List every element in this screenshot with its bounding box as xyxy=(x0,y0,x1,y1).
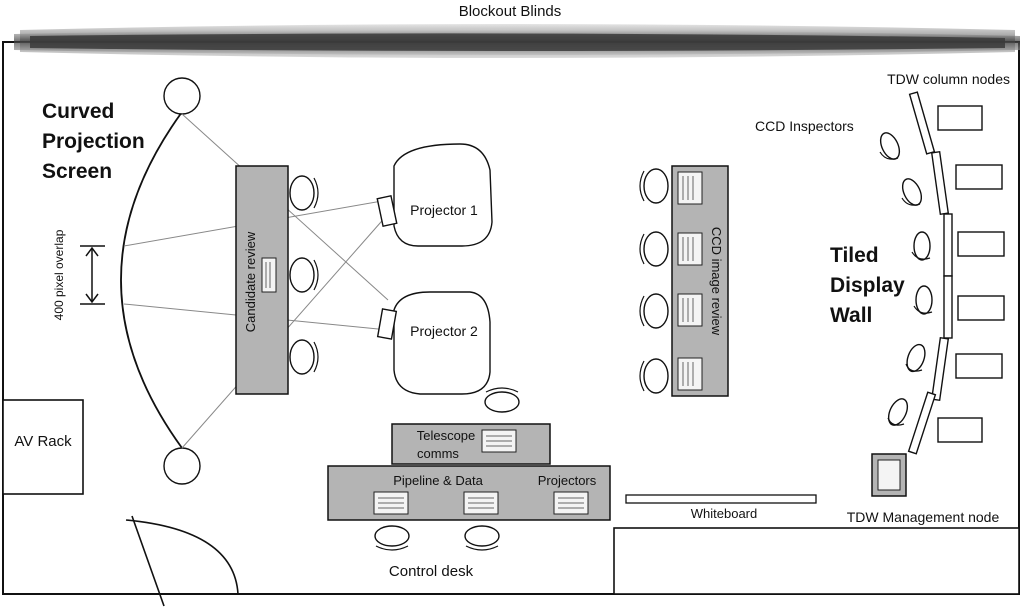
blinds-label: Blockout Blinds xyxy=(459,3,562,20)
projectors-desk-label: Projectors xyxy=(538,473,597,488)
tdw-label-2: Display xyxy=(830,274,905,297)
curved-screen xyxy=(120,111,183,449)
storage-area xyxy=(613,527,1020,595)
telescope-label-2: comms xyxy=(417,446,459,461)
speaker-top xyxy=(163,77,201,115)
overlap-marker xyxy=(80,245,105,305)
tdw-label-3: Wall xyxy=(830,304,872,327)
ccd-chairs xyxy=(639,168,669,394)
projector-2 xyxy=(376,291,491,395)
screen-label-3: Screen xyxy=(42,160,112,183)
display-panels xyxy=(907,91,953,455)
telescope-label-1: Telescope xyxy=(417,428,476,443)
ccd-monitors xyxy=(677,171,703,391)
column-node-boxes xyxy=(937,105,1005,443)
projector-2-label: Projector 2 xyxy=(410,323,478,339)
telescope-chair xyxy=(484,387,520,413)
blockout-blinds xyxy=(14,24,1020,58)
control-desk-label: Control desk xyxy=(389,563,474,580)
overlap-label: 400 pixel overlap xyxy=(52,229,66,320)
ccd-review-label: CCD image review xyxy=(709,227,724,336)
av-rack-label: AV Rack xyxy=(14,433,72,450)
tdw-label-1: Tiled xyxy=(830,244,879,267)
projector-1-label: Projector 1 xyxy=(410,202,478,218)
tdw-column-nodes-label: TDW column nodes xyxy=(887,71,1010,87)
screen-label-1: Curved xyxy=(42,100,114,123)
whiteboard xyxy=(625,494,817,504)
control-monitors xyxy=(373,491,589,515)
door xyxy=(125,515,239,607)
candidate-monitor xyxy=(261,257,277,293)
candidate-review-label: Candidate review xyxy=(243,231,258,332)
tdw-management-label: TDW Management node xyxy=(847,509,1000,525)
control-chairs xyxy=(374,525,500,551)
screen-label-2: Projection xyxy=(42,130,145,153)
telescope-comms-desk xyxy=(391,423,551,465)
management-monitor xyxy=(877,459,901,491)
whiteboard-label: Whiteboard xyxy=(691,506,757,521)
inspector-chairs xyxy=(879,132,933,426)
candidate-chairs xyxy=(289,175,319,375)
pipeline-label: Pipeline & Data xyxy=(393,473,483,488)
speaker-bottom xyxy=(163,447,201,485)
av-rack xyxy=(2,399,84,495)
ccd-inspectors-label: CCD Inspectors xyxy=(755,118,854,134)
projector-1 xyxy=(376,143,493,247)
telescope-monitor xyxy=(481,429,517,453)
